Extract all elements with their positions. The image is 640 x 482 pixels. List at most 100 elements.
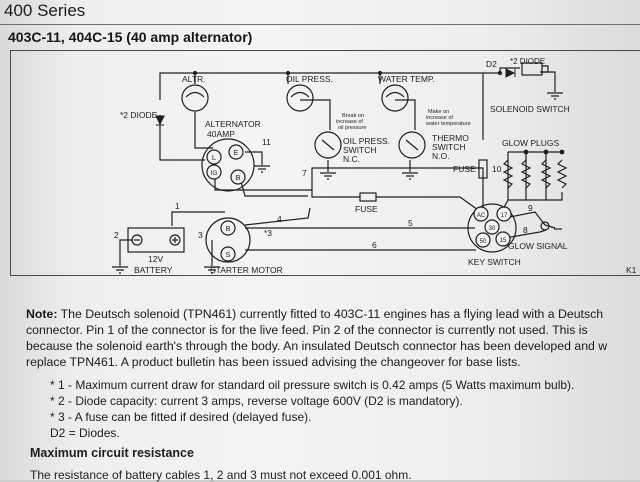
- label-altr: ALTR.: [182, 74, 205, 84]
- wire-number-2: 2: [114, 230, 119, 240]
- label-break-on-1: Break on: [342, 113, 364, 119]
- label-oil-switch-3: N.C.: [343, 154, 360, 164]
- title-divider: [0, 24, 640, 25]
- wiring-diagram: ALTR. OIL PRESS. WATER TEMP. D2 *2 DIODE…: [112, 57, 637, 275]
- thermo-switch-icon: [398, 131, 426, 159]
- footnote-2: * 2 - Diode capacity: current 3 amps, re…: [50, 394, 463, 408]
- note-line-4: replace TPN461. A product bulletin has b…: [26, 355, 521, 369]
- label-glow-plugs: GLOW PLUGS: [502, 138, 559, 148]
- wire-number-5: 5: [408, 218, 413, 228]
- water-lamp-icon: [381, 84, 409, 112]
- terminal-50: 50: [480, 239, 487, 245]
- altr-lamp-icon: [181, 84, 209, 112]
- label-d2: D2: [486, 59, 497, 69]
- label-break-on-2: increase of: [336, 119, 363, 125]
- label-oil-switch-1: OIL PRESS.: [343, 136, 390, 146]
- wire-fuse-line: [311, 190, 479, 211]
- terminal-e: E: [233, 148, 238, 157]
- wire-diode-left: [159, 115, 205, 161]
- wire-oil-lamp: [300, 99, 331, 130]
- footnote-1: * 1 - Maximum current draw for standard …: [50, 378, 575, 392]
- note-lead: Note:: [26, 307, 58, 321]
- label-diode-left: *2 DIODE: [120, 110, 158, 120]
- note-line-2: connector. Pin 1 of the connector is for…: [26, 323, 588, 337]
- wire-number-1: 1: [175, 201, 180, 211]
- wire-number-10: 10: [492, 164, 502, 174]
- wire-number-3: 3: [198, 230, 203, 240]
- diode-left-icon: [155, 115, 165, 126]
- footnote-d2: D2 = Diodes.: [50, 426, 120, 440]
- terminal-15: 15: [500, 238, 507, 244]
- footnote-list: * 1 - Maximum current draw for standard …: [50, 377, 574, 441]
- wire-alt-b: [239, 177, 308, 197]
- key-switch-icon: [467, 203, 517, 253]
- oil-switch-icon: [314, 131, 342, 159]
- label-thermo-1: THERMO: [432, 133, 469, 143]
- label-thermo-3: N.O.: [432, 151, 449, 161]
- series-title: 400 Series: [4, 1, 86, 20]
- altr-lamp-filament: [185, 91, 205, 98]
- note-text-1: The Deutsch solenoid (TPN461) currently …: [57, 307, 604, 321]
- fuse-center-icon: [359, 192, 377, 202]
- wire-water-lamp: [395, 99, 416, 130]
- wire-number-11: 11: [262, 137, 271, 147]
- label-battery: BATTERY: [134, 265, 173, 275]
- label-key-switch: KEY SWITCH: [468, 257, 521, 267]
- label-make-on-3: water temperature: [425, 121, 471, 127]
- wire-number-6: 6: [372, 240, 377, 250]
- solenoid-icon: [521, 62, 543, 76]
- fuse-right-icon: [478, 159, 488, 179]
- wire-1: [171, 211, 225, 226]
- diagram-frame: [10, 50, 640, 276]
- starter-motor-icon: [205, 217, 251, 263]
- label-solenoid-switch: SOLENOID SWITCH: [490, 104, 570, 114]
- wire-altr-lamp: [194, 112, 213, 149]
- wire-2: [119, 239, 133, 266]
- label-break-on-3: oil pressure: [338, 125, 366, 131]
- note-paragraph: Note: The Deutsch solenoid (TPN461) curr…: [26, 306, 640, 370]
- label-alternator: ALTERNATOR: [205, 119, 261, 129]
- wire-7: [214, 167, 484, 216]
- alternator-icon: [201, 138, 255, 192]
- wire-glow-signal: [504, 211, 556, 239]
- oil-lamp-icon: [286, 84, 314, 112]
- wire-number-9: 9: [528, 203, 533, 213]
- battery-icon: [127, 227, 185, 253]
- note-line-3: because the solenoid earth's through the…: [26, 339, 608, 353]
- glow-plug-coils: [502, 159, 568, 189]
- wire-4: [244, 207, 311, 226]
- label-12v: 12V: [148, 254, 163, 264]
- terminal-l: L: [212, 153, 216, 162]
- footnote-3: * 3 - A fuse can be fitted if desired (d…: [50, 410, 312, 424]
- label-corner-code: K1: [626, 265, 637, 275]
- glow-signal-icon: [540, 221, 550, 231]
- label-water-temp: WATER TEMP.: [378, 74, 435, 84]
- label-make-on-2: increase of: [426, 115, 453, 121]
- label-glow-signal: GLOW SIGNAL: [508, 241, 568, 251]
- resistance-text: The resistance of battery cables 1, 2 an…: [30, 468, 412, 482]
- label-star3: *3: [264, 228, 272, 238]
- wire-switch-grounds: [327, 160, 411, 172]
- terminal-ig: IG: [211, 170, 218, 177]
- label-starter-motor: STARTER MOTOR: [210, 265, 283, 275]
- terminal-b: B: [235, 173, 240, 182]
- terminal-30: 30: [489, 226, 496, 232]
- terminal-s: S: [225, 250, 230, 259]
- terminal-starter-b: B: [225, 224, 230, 233]
- label-fuse-right: FUSE: [453, 164, 476, 174]
- note-line-1: Note: The Deutsch solenoid (TPN461) curr…: [26, 306, 640, 322]
- diode-d2-icon: [505, 68, 516, 78]
- wire-number-4: 4: [277, 214, 282, 224]
- wire-glow-plugs: [507, 151, 562, 200]
- resistance-heading: Maximum circuit resistance: [30, 446, 194, 460]
- label-fuse-center: FUSE: [355, 204, 378, 214]
- label-d2-note: *2 DIODE: [510, 57, 545, 66]
- label-make-on-1: Make on: [428, 109, 449, 115]
- terminal-ac: AC: [477, 213, 486, 219]
- wire-number-7: 7: [302, 168, 307, 178]
- label-thermo-2: SWITCH: [432, 142, 466, 152]
- ground-symbols: [112, 92, 563, 274]
- diagram-title: 403C-11, 404C-15 (40 amp alternator): [8, 29, 253, 45]
- label-oil-press: OIL PRESS.: [286, 74, 333, 84]
